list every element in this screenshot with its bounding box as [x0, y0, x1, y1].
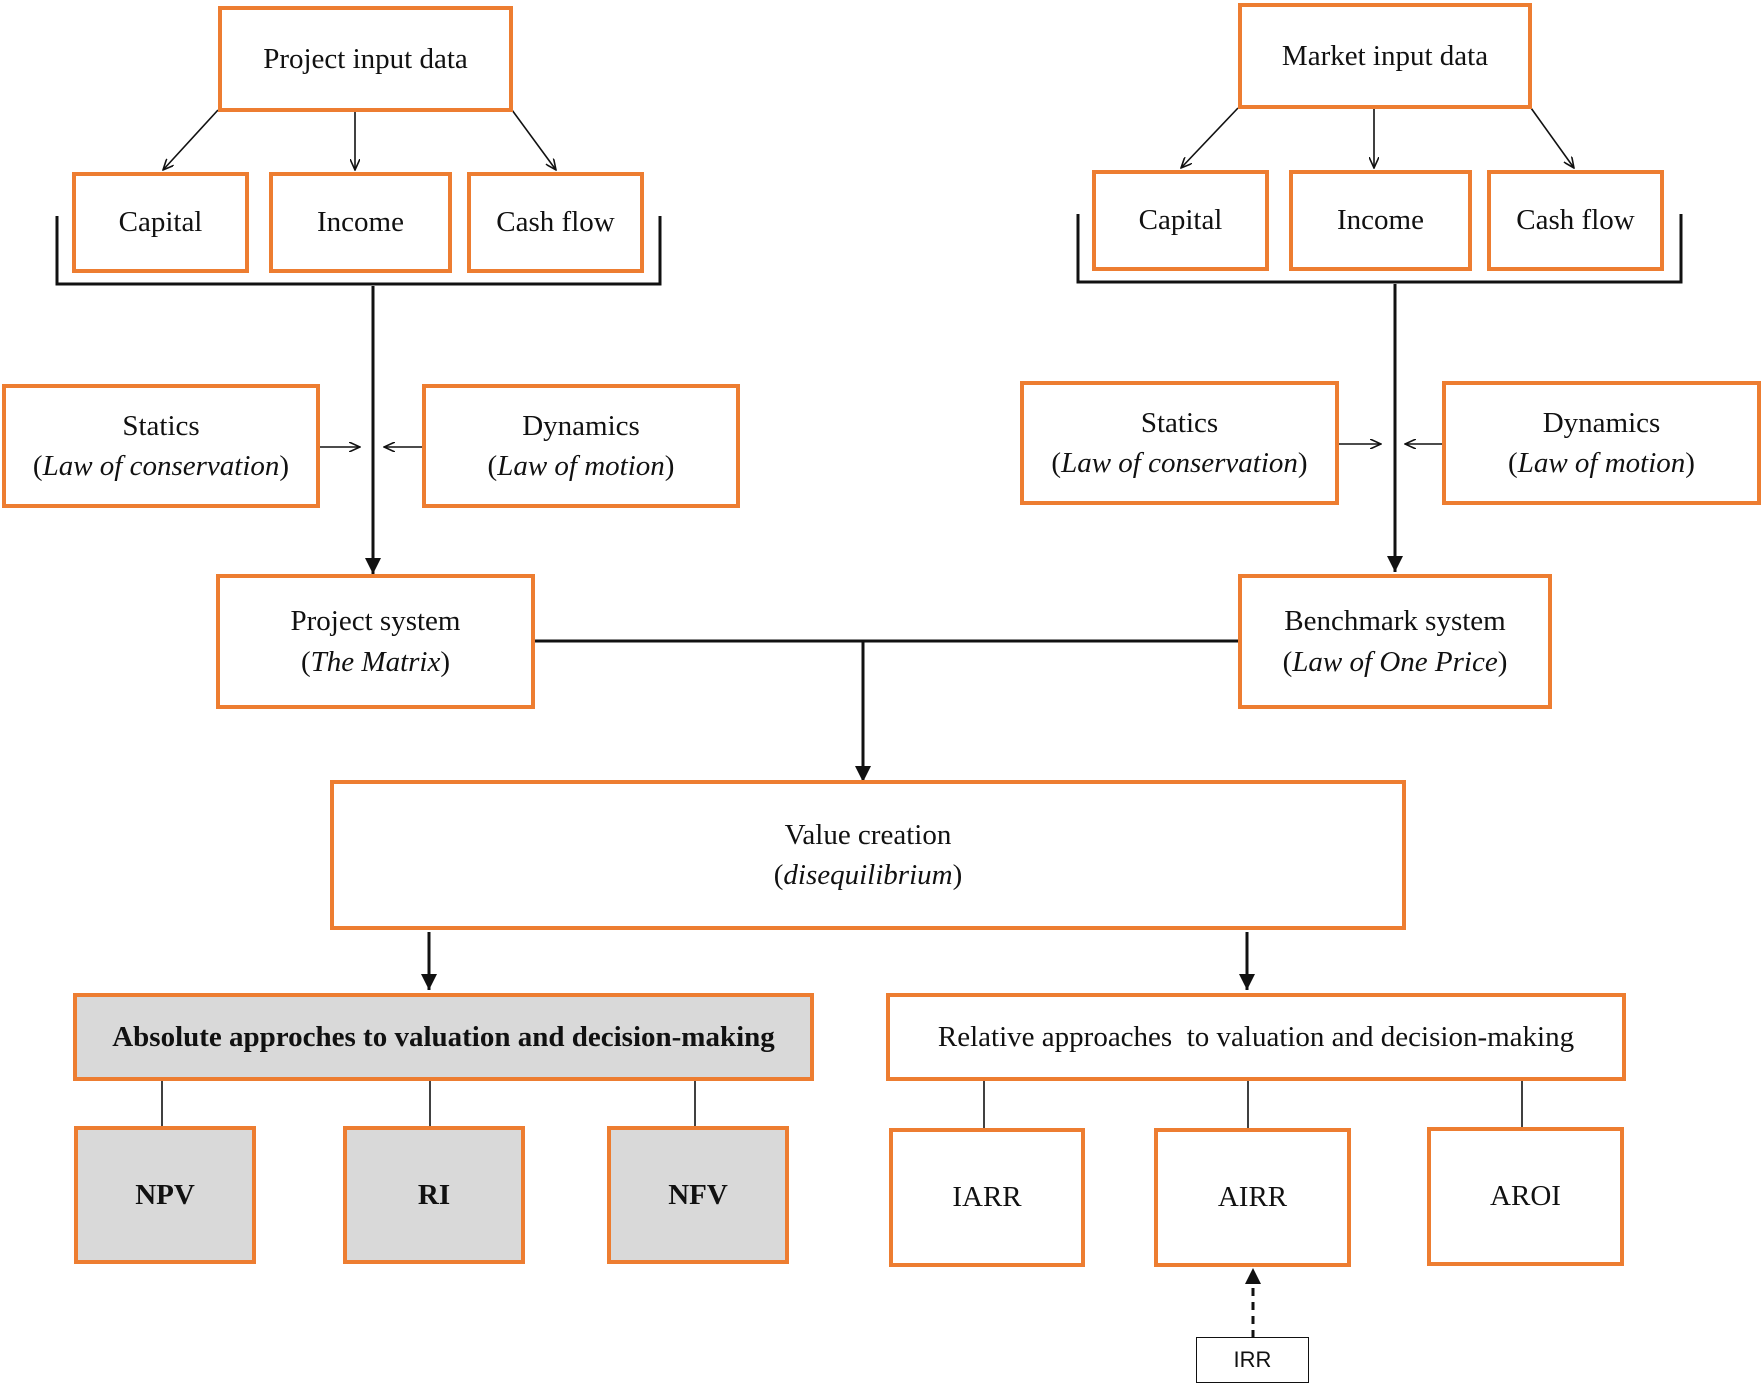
market-cashflow-box: Cash flow: [1487, 170, 1664, 271]
project-dynamics-box: Dynamics (Law of motion): [422, 384, 740, 508]
ri-box: RI: [343, 1126, 525, 1264]
market-cashflow-label: Cash flow: [1516, 204, 1635, 237]
benchmark-system-box: Benchmark system (Law of One Price): [1238, 574, 1552, 709]
project-statics-sub-text: Law of conservation: [42, 450, 280, 482]
benchmark-system-sub-text: Law of One Price: [1292, 645, 1498, 678]
project-statics-box: Statics (Law of conservation): [2, 384, 320, 508]
project-statics-sub: (Law of conservation): [32, 450, 290, 482]
value-creation-box: Value creation (disequilibrium): [330, 780, 1406, 930]
project-income-label: Income: [317, 206, 404, 239]
project-system-box: Project system (The Matrix): [216, 574, 535, 709]
arrow-project-to-cashflow: [511, 109, 556, 170]
arrow-market-to-capital: [1181, 107, 1239, 168]
market-statics-box: Statics (Law of conservation): [1020, 381, 1339, 505]
aroi-label: AROI: [1490, 1180, 1561, 1213]
ri-label: RI: [417, 1178, 451, 1211]
project-dynamics-title: Dynamics: [522, 409, 640, 442]
project-dynamics-sub: (Law of motion): [487, 450, 675, 482]
npv-box: NPV: [74, 1126, 256, 1264]
nfv-box: NFV: [607, 1126, 789, 1264]
iarr-label: IARR: [952, 1181, 1022, 1214]
relative-approaches-label: Relative approaches to valuation and dec…: [937, 1020, 1575, 1053]
value-creation-title: Value creation: [784, 818, 952, 851]
market-dynamics-title: Dynamics: [1542, 406, 1661, 439]
arrow-market-to-cashflow: [1530, 107, 1574, 168]
market-input-label: Market input data: [1281, 39, 1489, 72]
airr-box: AIRR: [1154, 1128, 1351, 1267]
project-input-box: Project input data: [218, 6, 513, 112]
market-income-box: Income: [1289, 170, 1472, 271]
project-capital-label: Capital: [118, 206, 203, 239]
market-dynamics-sub-text: Law of motion: [1517, 447, 1686, 479]
project-dynamics-sub-text: Law of motion: [497, 450, 665, 482]
market-income-label: Income: [1337, 204, 1424, 237]
project-input-label: Project input data: [263, 42, 468, 75]
market-dynamics-sub: (Law of motion): [1508, 447, 1695, 479]
project-capital-box: Capital: [72, 172, 249, 273]
benchmark-system-title: Benchmark system: [1284, 605, 1506, 638]
project-cashflow-box: Cash flow: [467, 172, 644, 273]
benchmark-system-sub: (Law of One Price): [1282, 645, 1508, 678]
market-statics-sub: (Law of conservation): [1051, 447, 1308, 479]
project-statics-title: Statics: [122, 409, 200, 442]
market-dynamics-box: Dynamics (Law of motion): [1442, 381, 1761, 505]
project-income-box: Income: [269, 172, 452, 273]
nfv-label: NFV: [668, 1178, 728, 1211]
value-creation-sub: (disequilibrium): [773, 859, 963, 891]
relative-approaches-box: Relative approaches to valuation and dec…: [886, 993, 1626, 1081]
npv-label: NPV: [135, 1178, 195, 1211]
irr-label: IRR: [1233, 1347, 1272, 1372]
market-items-bracket: [1076, 214, 1683, 284]
market-capital-label: Capital: [1138, 204, 1223, 237]
project-system-title: Project system: [290, 605, 461, 638]
market-statics-title: Statics: [1140, 406, 1219, 439]
aroi-box: AROI: [1427, 1127, 1624, 1266]
project-system-sub-text: The Matrix: [310, 645, 441, 678]
market-statics-sub-text: Law of conservation: [1061, 447, 1298, 479]
project-cashflow-label: Cash flow: [496, 206, 615, 239]
project-system-sub: (The Matrix): [300, 645, 451, 678]
absolute-approaches-box: Absolute approches to valuation and deci…: [73, 993, 814, 1081]
iarr-box: IARR: [889, 1128, 1085, 1267]
value-creation-sub-text: disequilibrium: [783, 859, 953, 891]
market-input-box: Market input data: [1238, 3, 1532, 109]
market-capital-box: Capital: [1092, 170, 1269, 271]
project-items-bracket: [55, 216, 662, 286]
irr-box: IRR: [1196, 1337, 1309, 1383]
airr-label: AIRR: [1217, 1181, 1288, 1214]
absolute-approaches-label: Absolute approches to valuation and deci…: [112, 1020, 775, 1053]
arrow-project-to-capital: [163, 109, 219, 170]
